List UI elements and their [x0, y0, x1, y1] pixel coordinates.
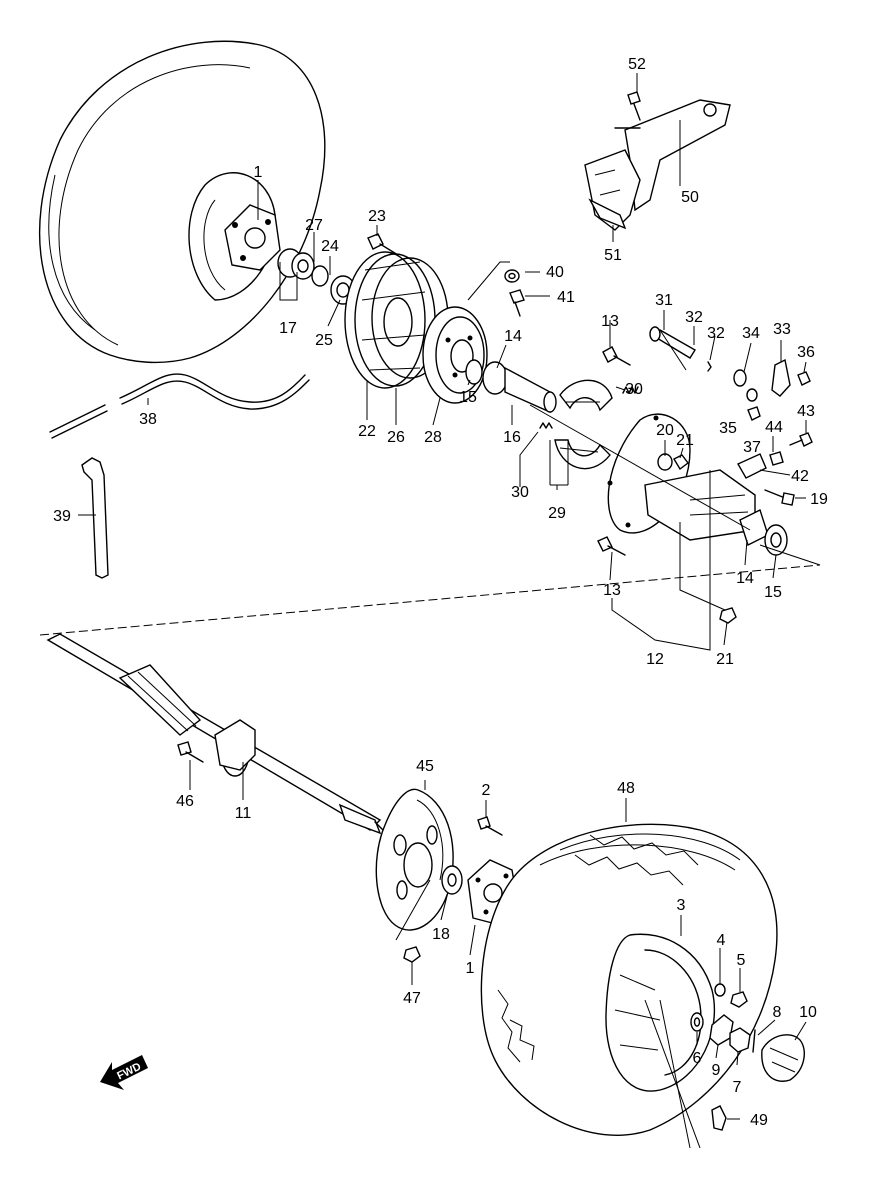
callout-15-lower: 15 — [764, 584, 782, 601]
bolt-23 — [367, 233, 399, 256]
callout-16: 16 — [503, 429, 521, 446]
callout-33: 33 — [773, 321, 791, 338]
right-collars — [739, 509, 788, 556]
callout-39: 39 — [53, 508, 71, 525]
callout-15-upper: 15 — [459, 389, 477, 406]
callout-17: 17 — [279, 320, 297, 337]
callout-24: 24 — [321, 238, 339, 255]
callout-35: 35 — [719, 420, 737, 437]
forward-direction-arrow: FWD — [100, 1055, 148, 1090]
wheel-fasteners — [690, 983, 806, 1131]
callout-31: 31 — [655, 292, 673, 309]
callout-19: 19 — [810, 491, 828, 508]
callout-44: 44 — [765, 419, 783, 436]
callout-6: 6 — [693, 1050, 702, 1067]
callout-38: 38 — [139, 411, 157, 428]
callout-32-right: 32 — [707, 325, 725, 342]
spacer-18 — [441, 865, 463, 895]
callout-30-upper: 30 — [625, 381, 643, 398]
nut-washer-stack — [277, 248, 356, 305]
rear-sprocket — [375, 788, 454, 931]
callout-5: 5 — [737, 952, 746, 969]
callout-10: 10 — [799, 1004, 817, 1021]
callout-43: 43 — [797, 403, 815, 420]
callout-29: 29 — [548, 505, 566, 522]
callout-30-lower: 30 — [511, 484, 529, 501]
callout-52: 52 — [628, 56, 646, 73]
callout-13-lower: 13 — [603, 582, 621, 599]
callout-41: 41 — [557, 289, 575, 306]
nut-47 — [403, 946, 421, 963]
bolt-2 — [477, 816, 503, 836]
callout-47: 47 — [403, 990, 421, 1007]
callout-1-top: 1 — [254, 164, 263, 181]
callout-50: 50 — [681, 189, 699, 206]
bolt-13-upper — [602, 346, 631, 366]
mounting-bracket — [584, 91, 731, 231]
callout-numbers: 1 1 2 3 4 5 6 7 8 9 10 11 12 13 13 14 14… — [53, 56, 828, 1129]
callout-28: 28 — [424, 429, 442, 446]
callout-7: 7 — [733, 1079, 742, 1096]
nut-21-lower — [719, 607, 737, 624]
callout-1-lower: 1 — [466, 960, 475, 977]
bolt-19 — [764, 489, 795, 506]
callout-26: 26 — [387, 429, 405, 446]
callout-23: 23 — [368, 208, 386, 225]
nut-40-bolt-41 — [504, 269, 525, 317]
callout-3: 3 — [677, 897, 686, 914]
callout-13-upper: 13 — [601, 313, 619, 330]
bolt-46 — [177, 741, 204, 763]
callout-34: 34 — [742, 325, 760, 342]
callout-51: 51 — [604, 247, 622, 264]
brake-cam-parts — [649, 326, 813, 466]
callout-32-left: 32 — [685, 309, 703, 326]
callout-37: 37 — [743, 439, 761, 456]
callout-4: 4 — [717, 932, 726, 949]
callout-11: 11 — [235, 805, 252, 822]
callout-27: 27 — [305, 217, 323, 234]
rear-axle-shaft — [46, 633, 384, 835]
callout-49: 49 — [750, 1112, 768, 1129]
brake-cable — [49, 373, 310, 439]
callout-45: 45 — [416, 758, 434, 775]
callout-48: 48 — [617, 780, 635, 797]
callout-9: 9 — [712, 1062, 721, 1079]
callout-18: 18 — [432, 926, 450, 943]
callout-42: 42 — [791, 468, 809, 485]
callout-20: 20 — [656, 422, 674, 439]
left-tire — [38, 40, 326, 364]
construction-lines — [39, 329, 821, 1149]
callout-14-upper: 14 — [504, 328, 522, 345]
callout-40: 40 — [546, 264, 564, 281]
bolt-13-lower — [597, 536, 626, 556]
leader-lines — [78, 73, 807, 1120]
callout-46: 46 — [176, 793, 194, 810]
right-tire — [480, 823, 778, 1136]
callout-36: 36 — [797, 344, 815, 361]
tool-wrench — [81, 457, 109, 579]
callout-22: 22 — [358, 423, 376, 440]
callout-2: 2 — [482, 782, 491, 799]
callout-25: 25 — [315, 332, 333, 349]
callout-8: 8 — [773, 1004, 782, 1021]
brake-drum-assembly — [344, 251, 488, 404]
fwd-label: FWD — [115, 1061, 143, 1083]
brake-shoes — [554, 379, 613, 470]
callout-14-lower: 14 — [736, 570, 754, 587]
spacer-collar-set — [465, 359, 557, 414]
callout-21-lower: 21 — [716, 651, 734, 668]
wheel-hub-top — [224, 204, 281, 271]
callout-21-upper: 21 — [676, 432, 694, 449]
axle-housing — [607, 413, 767, 541]
callout-12: 12 — [646, 651, 664, 668]
